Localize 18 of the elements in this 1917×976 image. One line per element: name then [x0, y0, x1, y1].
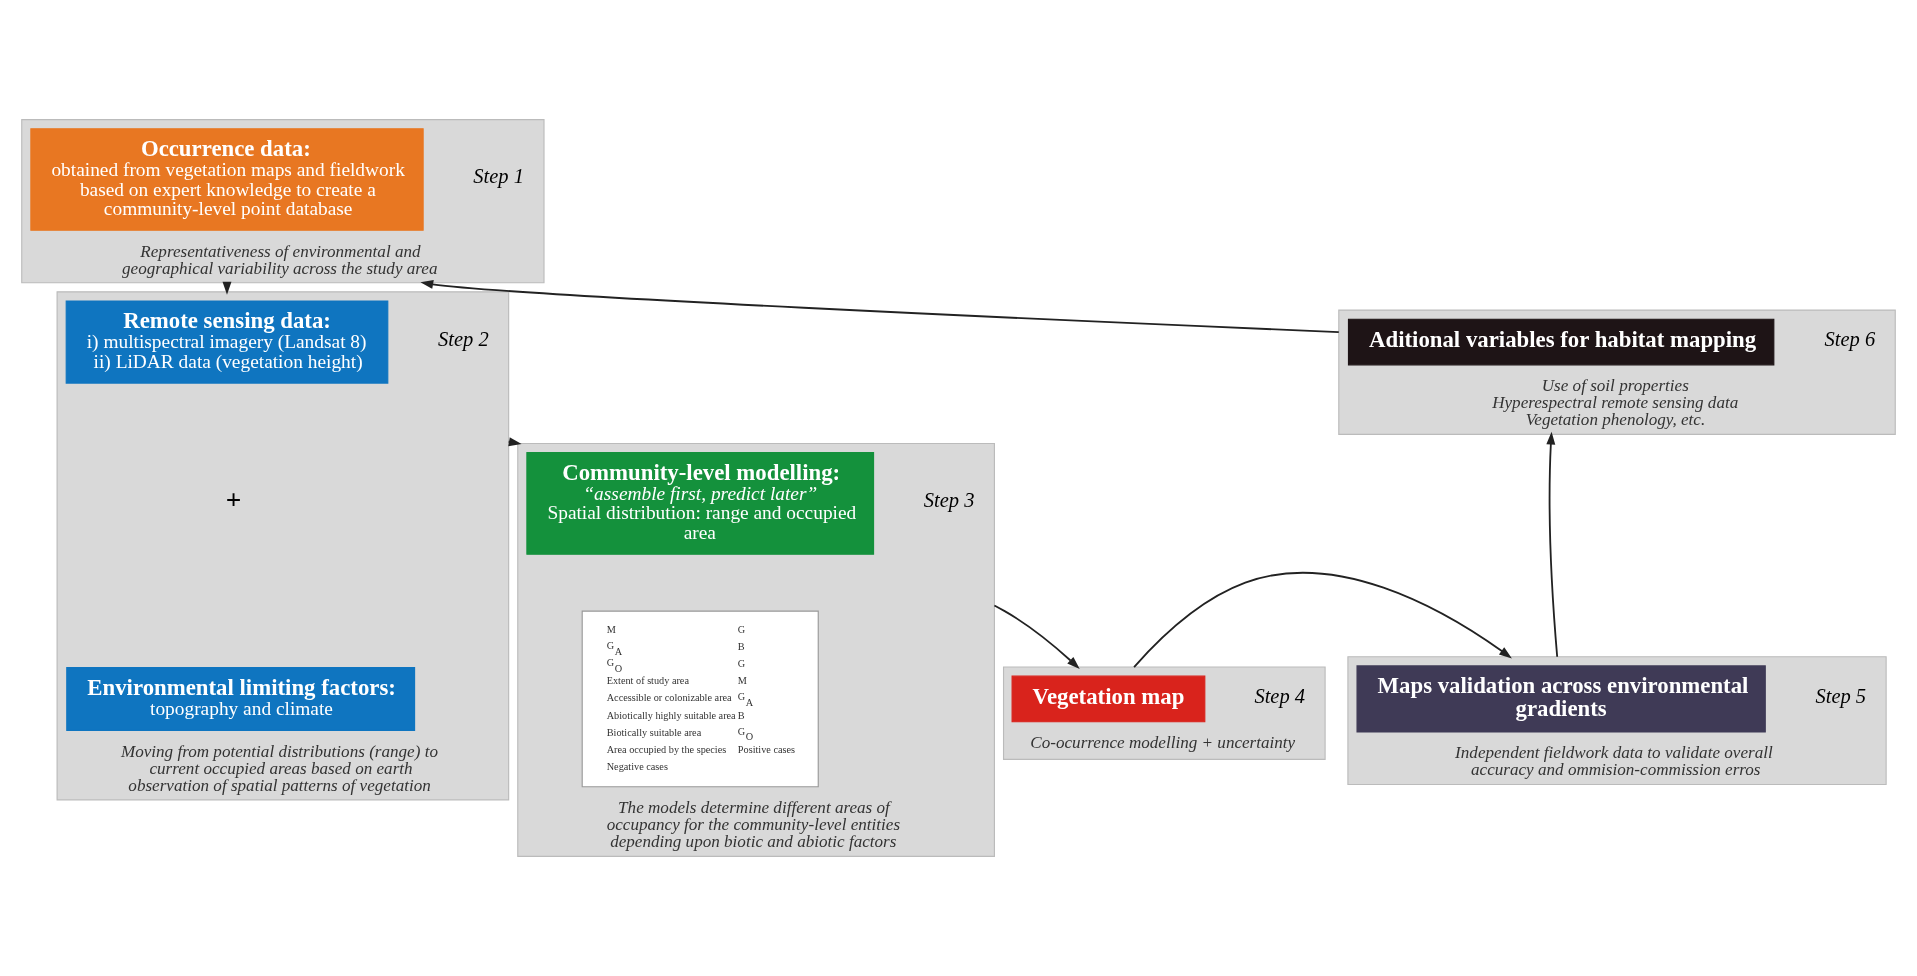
node-box: Remote sensing data: i) multispectral imagery (Landsat 8) ii) LiDAR data (vegetation height): [65, 300, 389, 384]
arrow: [993, 604, 1080, 669]
node-label: Step 5: [1815, 684, 1867, 707]
node-box: Occurrence data: obtained from vegetation maps and fieldwork based on expert knowledge to create a community-level point database: [30, 128, 424, 231]
node-box: Community-level modelling: “assemble first, predict later” Spatial distribution: range and occupied area: [526, 452, 875, 555]
node-box: Environmental limiting factors: topography and climate: [66, 667, 416, 731]
node-label: Step 1: [473, 165, 525, 188]
arrow: [1546, 431, 1559, 658]
arrow: [1133, 572, 1512, 668]
arrow: [420, 280, 1340, 333]
node-label: Step 2: [437, 327, 489, 350]
label: +: [225, 485, 242, 516]
node-label: Step 6: [1824, 327, 1876, 350]
node-label: Step 3: [923, 489, 975, 512]
node-box: Vegetation map: [1011, 675, 1206, 723]
node-box: Maps validation across environmental gradients: [1356, 665, 1766, 733]
node-box: Aditional variables for habitat mapping: [1347, 318, 1775, 366]
node-label: Step 4: [1254, 684, 1306, 707]
